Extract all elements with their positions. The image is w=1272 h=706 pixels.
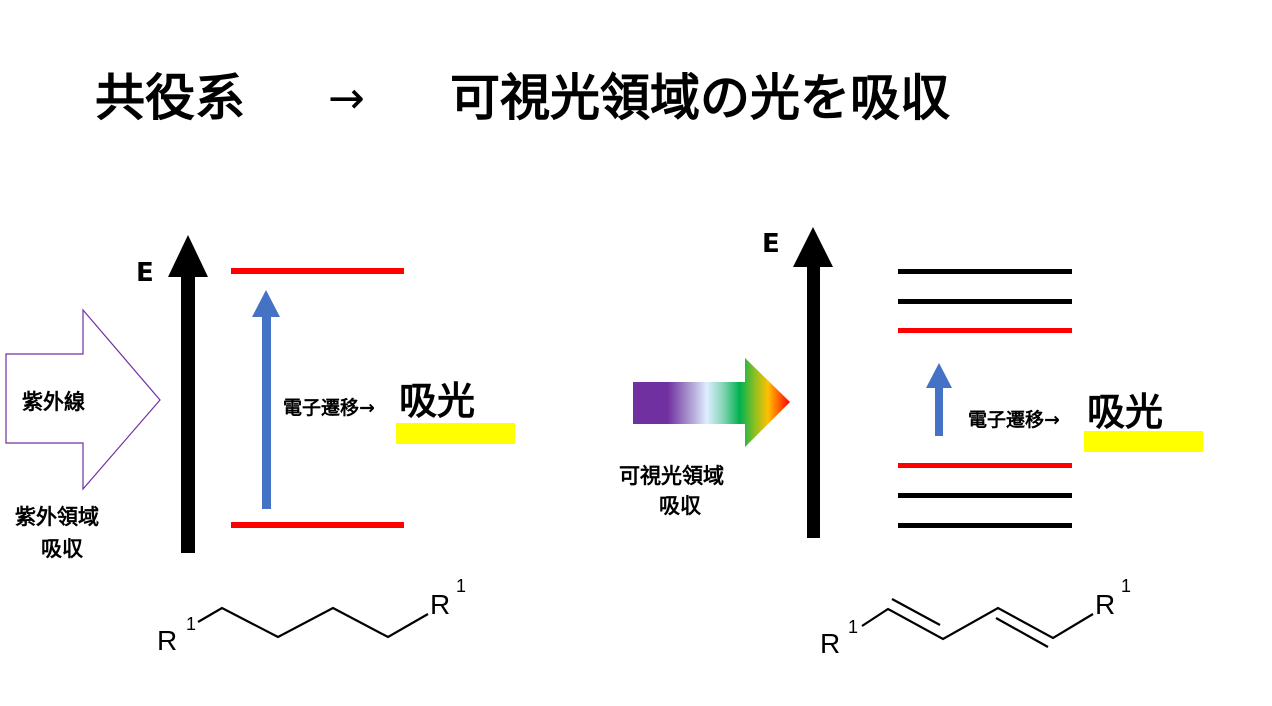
absorb-highlight: [1084, 431, 1203, 452]
uv-region-label-line1: 紫外領域: [15, 505, 99, 529]
conjugated-molecule: R 1 R 1: [820, 576, 1131, 659]
unoccupied-level-2: [898, 299, 1072, 304]
lumo-level: [898, 328, 1072, 333]
occupied-level-3: [898, 523, 1072, 528]
homo-level: [898, 463, 1072, 468]
visible-light-arrow-icon: [633, 358, 790, 447]
energy-axis-label: E: [762, 229, 780, 259]
double-bond-1: [891, 598, 941, 626]
transition-label: 電子遷移→: [968, 408, 1060, 431]
unoccupied-level-3: [898, 269, 1072, 274]
left-panel: 紫外線 紫外領域 吸収 E 電子遷移→ 吸光 R 1 R 1: [5, 235, 515, 656]
right-r-group: R: [430, 589, 450, 620]
energy-axis-arrowhead-icon: [793, 227, 833, 267]
uv-arrow-label: 紫外線: [22, 390, 85, 414]
visible-region-label-line2: 吸収: [659, 494, 702, 518]
right-r-superscript: 1: [456, 576, 466, 596]
lumo-level: [231, 268, 404, 274]
transition-arrow-shaft: [935, 386, 943, 436]
absorb-label: 吸光: [1087, 390, 1163, 434]
conjugated-chain: [861, 606, 1094, 641]
absorb-label: 吸光: [399, 379, 475, 423]
saturated-molecule: R 1 R 1: [157, 576, 466, 656]
energy-axis-arrowhead-icon: [168, 235, 208, 277]
single-bond-chain: [197, 606, 429, 639]
homo-level: [231, 522, 404, 528]
visible-region-label-line1: 可視光領域: [619, 464, 724, 488]
double-bond-2: [995, 617, 1049, 648]
occupied-level-2: [898, 493, 1072, 498]
absorb-highlight: [396, 423, 515, 444]
right-panel: 可視光領域 吸収 E 電子遷移→ 吸光 R 1 R 1: [619, 227, 1203, 659]
left-r-group: R: [157, 625, 177, 656]
transition-label: 電子遷移→: [283, 396, 375, 419]
left-r-group: R: [820, 628, 840, 659]
transition-arrow-icon: [252, 290, 280, 317]
transition-arrow-shaft: [262, 315, 271, 509]
right-r-group: R: [1095, 589, 1115, 620]
energy-axis-shaft: [807, 265, 820, 538]
title-right: 可視光領域の光を吸収: [450, 69, 950, 127]
left-r-superscript: 1: [848, 617, 858, 637]
energy-axis-label: E: [136, 258, 154, 288]
uv-region-label-line2: 吸収: [41, 537, 84, 561]
right-r-superscript: 1: [1121, 576, 1131, 596]
energy-axis-shaft: [181, 275, 195, 553]
transition-arrow-icon: [926, 363, 952, 388]
title-arrow: →: [328, 73, 365, 124]
left-r-superscript: 1: [186, 614, 196, 634]
uv-arrow-icon: [5, 308, 161, 491]
title-left: 共役系: [95, 69, 245, 127]
